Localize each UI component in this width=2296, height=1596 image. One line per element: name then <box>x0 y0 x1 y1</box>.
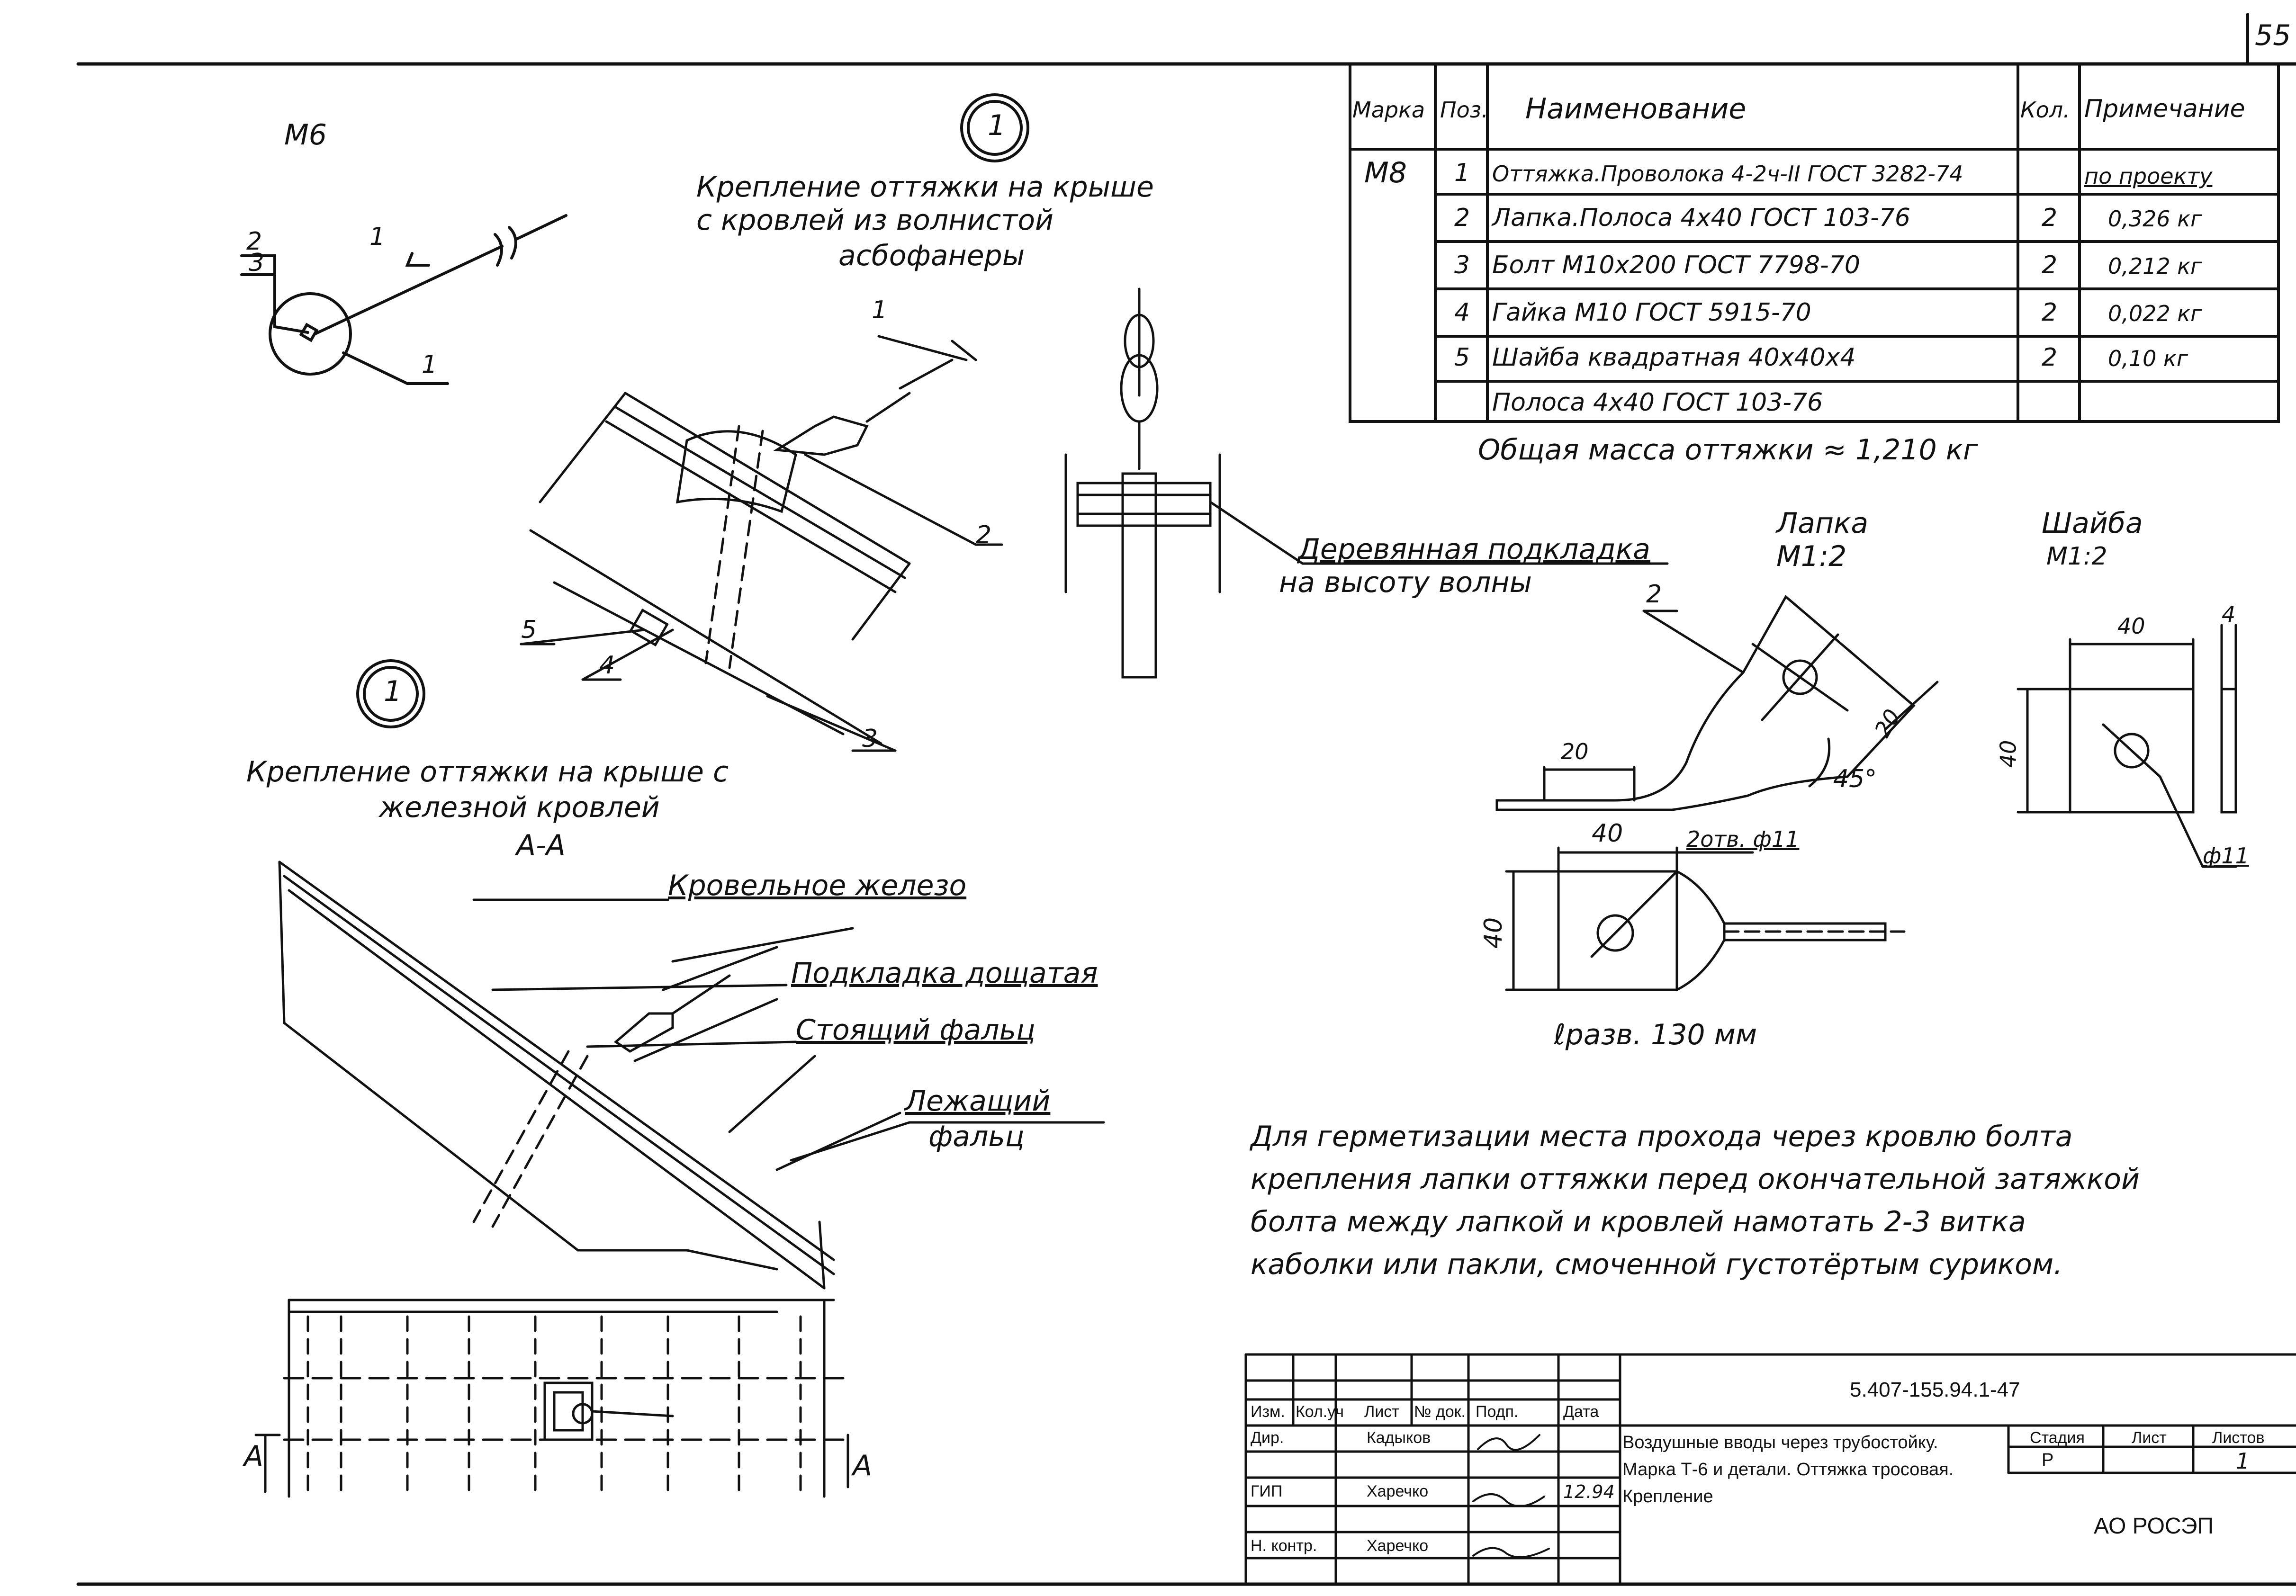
spec-row-2-qty: 2 <box>2042 204 2058 232</box>
board-pad-label: Подкладка дощатая <box>791 957 1098 990</box>
detail-2-title-line-2: железной кровлей <box>379 791 660 824</box>
tb-name-nkontr: Харечко <box>1367 1537 1429 1555</box>
spec-header-pos: Поз. <box>1440 97 1488 123</box>
lapka-scale: М1:2 <box>1776 540 1847 573</box>
spec-row-2-note: 0,326 кг <box>2108 206 2202 232</box>
spec-row-3-name: Болт М10х200 ГОСТ 7798-70 <box>1492 251 1860 279</box>
m6-position-3: 3 <box>249 249 265 277</box>
washer-dim-40-width: 40 <box>2117 613 2145 639</box>
lapka-length: ℓразв. 130 мм <box>1554 1018 1757 1051</box>
lapka-dim-40-width: 40 <box>1592 819 1623 848</box>
tb-col-izm: Изм. <box>1251 1403 1285 1421</box>
lapka-title: Лапка <box>1776 507 1869 540</box>
spec-row-5-note: 0,10 кг <box>2108 346 2188 371</box>
lying-seam-label-2: фальц <box>928 1120 1025 1153</box>
spec-row-4-qty: 2 <box>2042 298 2058 327</box>
lapka-dim-20-a: 20 <box>1561 739 1589 764</box>
spec-row-2-pos: 2 <box>1454 204 1470 232</box>
tb-col-sign: Подп. <box>1476 1403 1519 1421</box>
lying-seam-label-1: Лежащий <box>905 1085 1051 1118</box>
washer-dim-40-height: 40 <box>1995 740 2021 768</box>
spec-row-3-pos: 3 <box>1454 251 1470 279</box>
washer-dim-thickness: 4 <box>2222 601 2236 627</box>
standing-seam-label: Стоящий фальц <box>796 1013 1035 1047</box>
tb-col-date: Дата <box>1563 1403 1599 1421</box>
lapka-dim-40-height: 40 <box>1479 917 1508 949</box>
spec-row-5-pos: 5 <box>1454 343 1470 372</box>
section-mark-right: А <box>853 1449 873 1482</box>
washer-hole: ф11 <box>2203 843 2249 869</box>
asbo-pos-5: 5 <box>521 616 537 644</box>
tb-role-gip: ГИП <box>1251 1482 1283 1500</box>
spec-row-5-name: Шайба квадратная 40х40х4 <box>1492 343 1856 372</box>
washer-title: Шайба <box>2042 507 2143 540</box>
spec-row-3-qty: 2 <box>2042 251 2058 279</box>
spec-header-name: Наименование <box>1525 92 1747 126</box>
detail-1-title-line-1: Крепление оттяжки на крыше <box>696 170 1154 204</box>
asbo-pos-4: 4 <box>599 651 615 680</box>
lapka-pos: 2 <box>1646 580 1662 609</box>
mark-m6-label: М6 <box>284 118 327 152</box>
spec-row-4-name: Гайка М10 ГОСТ 5915-70 <box>1492 298 1811 327</box>
doc-code: 5.407-155.94.1-47 <box>1850 1378 2020 1401</box>
note-line-3: болта между лапкой и кровлей намотать 2-… <box>1251 1205 2026 1238</box>
lapka-angle: 45° <box>1833 765 1877 793</box>
asbo-pos-1: 1 <box>872 296 888 324</box>
m6-position-2: 2 <box>246 227 262 256</box>
tb-stage-value: Р <box>2042 1450 2054 1470</box>
spec-header-qty: Кол. <box>2020 97 2070 123</box>
tb-col-kol: Кол.уч <box>1296 1403 1344 1421</box>
note-line-1: Для герметизации места прохода через кро… <box>1251 1120 2073 1153</box>
spec-header-mark: Марка <box>1352 97 1425 123</box>
m6-position-1-wire: 1 <box>369 223 386 251</box>
section-label: А-А <box>516 829 566 862</box>
lapka-hole: 2отв. ф11 <box>1686 826 1800 852</box>
tb-org: АО РОСЭП <box>2094 1514 2214 1539</box>
tb-name-gip: Харечко <box>1367 1482 1429 1500</box>
asbo-pos-2: 2 <box>976 521 992 549</box>
tb-title-line-1: Воздушные вводы через трубостойку. <box>1622 1433 1938 1453</box>
spec-row-6-name: Полоса 4х40 ГОСТ 103-76 <box>1492 388 1823 417</box>
tb-col-list: Лист <box>1364 1403 1399 1421</box>
tb-sheet-header: Лист <box>2132 1429 2167 1447</box>
detail-2-title-line-1: Крепление оттяжки на крыше с <box>246 755 729 789</box>
roof-iron-label: Кровельное железо <box>668 869 967 902</box>
spec-row-5-qty: 2 <box>2042 343 2058 372</box>
page-number: 55 <box>2255 19 2291 52</box>
spec-row-1-name: Оттяжка.Проволока 4-2ч-II ГОСТ 3282-74 <box>1492 161 1963 187</box>
wood-pad-label-2: на высоту волны <box>1279 566 1532 599</box>
detail-1-number: 1 <box>988 109 1006 142</box>
tb-date-gip: 12.94 <box>1563 1481 1615 1502</box>
detail-2-number: 1 <box>384 675 402 708</box>
m6-position-1-circle: 1 <box>422 350 438 379</box>
tb-sheets-value: 1 <box>2236 1448 2250 1474</box>
spec-row-1-note: по проекту <box>2084 163 2213 189</box>
tb-name-dir: Кадыков <box>1367 1429 1431 1447</box>
detail-1-title-line-3: асбофанеры <box>838 239 1025 272</box>
spec-row-4-note: 0,022 кг <box>2108 301 2202 326</box>
tb-title-line-2: Марка Т-6 и детали. Оттяжка тросовая. <box>1622 1460 1954 1479</box>
spec-row-2-name: Лапка.Полоса 4х40 ГОСТ 103-76 <box>1492 204 1910 232</box>
tb-role-nkontr: Н. контр. <box>1251 1537 1317 1555</box>
spec-row-4-pos: 4 <box>1454 298 1470 327</box>
tb-sheets-header: Листов <box>2212 1429 2265 1447</box>
tb-role-dir: Дир. <box>1251 1429 1284 1447</box>
asbo-pos-3: 3 <box>862 725 878 753</box>
detail-1-title-line-2: с кровлей из волнистой <box>696 204 1054 237</box>
section-mark-left: А <box>244 1440 264 1473</box>
total-mass: Общая масса оттяжки ≈ 1,210 кг <box>1478 433 1978 466</box>
spec-mark-value: М8 <box>1364 156 1407 189</box>
washer-scale: М1:2 <box>2046 542 2107 571</box>
tb-stage-header: Стадия <box>2030 1429 2085 1447</box>
spec-header-note: Примечание <box>2084 95 2245 123</box>
note-line-2: крепления лапки оттяжки перед окончатель… <box>1251 1163 2140 1196</box>
wood-pad-label-1: Деревянная подкладка <box>1298 533 1650 566</box>
spec-row-1-pos: 1 <box>1454 159 1470 187</box>
note-line-4: каболки или пакли, смоченной густотёртым… <box>1251 1248 2063 1281</box>
tb-title-line-3: Крепление <box>1622 1487 1713 1506</box>
spec-row-3-note: 0,212 кг <box>2108 253 2202 279</box>
tb-col-doc: № док. <box>1414 1403 1466 1421</box>
